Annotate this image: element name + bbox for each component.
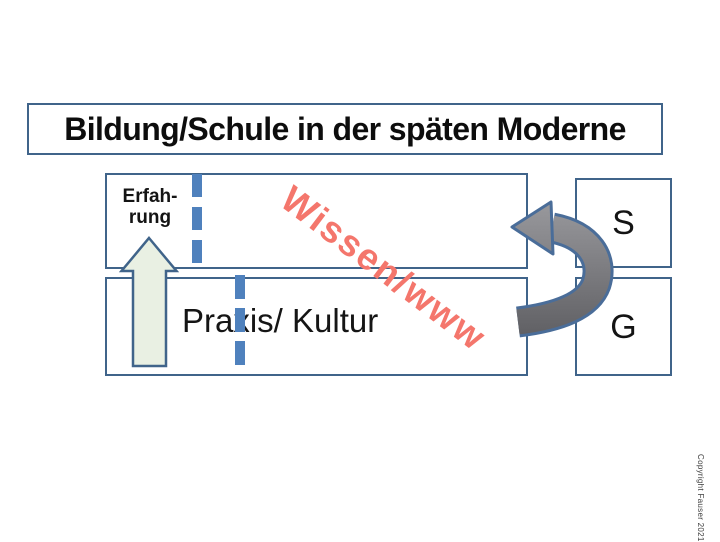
s-box: S [575, 178, 672, 268]
erfahrung-label: Erfah- rung [110, 186, 190, 228]
page-title: Bildung/Schule in der späten Moderne [64, 110, 626, 147]
s-box-label: S [612, 204, 635, 242]
title-box: Bildung/Schule in der späten Moderne [27, 103, 663, 155]
dashed-divider-top [192, 174, 202, 264]
g-box: G [575, 277, 672, 376]
copyright-label: Copyright Fauser 2021 [696, 454, 705, 542]
g-box-label: G [610, 307, 637, 346]
praxis-kultur-label: Praxis/ Kultur [182, 302, 379, 339]
dashed-divider-bottom [235, 275, 245, 366]
erfahrung-label-line1: Erfah- [122, 186, 178, 207]
erfahrung-label-line2: rung [128, 207, 172, 228]
